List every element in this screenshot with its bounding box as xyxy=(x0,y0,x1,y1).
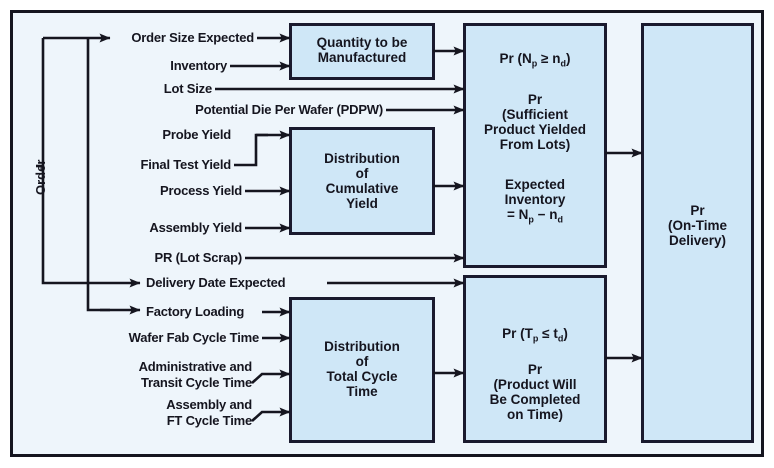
box-on-time-delivery xyxy=(641,23,754,443)
order-bracket-outer xyxy=(41,38,88,285)
input-final-test-yield: Final Test Yield xyxy=(140,157,232,172)
yield-probability-description: Pr (Sufficient Product Yielded From Lots… xyxy=(483,92,587,152)
box-cumulative-yield-label: Distribution of Cumulative Yield xyxy=(324,151,400,211)
yield-formula-mid: ≥ n xyxy=(537,51,561,66)
yield-formula-pre: Pr (N xyxy=(499,51,532,66)
time-probability-formula: Pr (Tp ≤ td) xyxy=(465,326,605,344)
arrow-admin-transit-to-cycle xyxy=(251,369,291,384)
box-quantity xyxy=(289,23,435,80)
time-formula-pre: Pr (T xyxy=(502,326,533,341)
input-wafer-fab-cycle-time: Wafer Fab Cycle Time xyxy=(128,330,260,345)
box-quantity-label: Quantity to be Manufactured xyxy=(316,35,408,65)
input-assembly-ft-cycle-time: Assembly and FT Cycle Time xyxy=(166,397,252,428)
input-factory-loading: Factory Loading xyxy=(146,304,245,319)
input-inventory: Inventory xyxy=(170,58,227,73)
on-time-delivery-label: Pr (On-Time Delivery) xyxy=(667,203,727,248)
box-time-probability xyxy=(463,275,607,443)
time-formula-sub-p: p xyxy=(532,333,539,344)
input-process-yield: Process Yield xyxy=(160,183,242,198)
input-order-size-expected: Order Size Expected xyxy=(131,30,254,45)
input-probe-yield: Probe Yield xyxy=(162,127,231,142)
time-formula-post: ) xyxy=(563,326,568,341)
input-pdpw: Potential Die Per Wafer (PDPW) xyxy=(195,102,383,117)
input-pr-lot-scrap: PR (Lot Scrap) xyxy=(154,250,243,265)
input-delivery-date-expected: Delivery Date Expected xyxy=(146,275,286,290)
yield-probability-formula: Pr (Np ≥ nd) xyxy=(465,51,605,69)
time-formula-sub-d: d xyxy=(557,333,564,344)
box-yield-probability xyxy=(463,23,607,268)
yield-formula-post: ) xyxy=(565,51,571,66)
input-assembly-yield: Assembly Yield xyxy=(149,220,242,235)
expected-inventory-sub-d: d xyxy=(557,214,564,225)
yield-probability-expected-inventory: Expected Inventory = Np − nd xyxy=(465,177,605,225)
expected-inventory-pre: Expected Inventory = N xyxy=(504,177,566,222)
input-lot-size: Lot Size xyxy=(163,81,212,96)
arrow-assembly-ft-to-cycle xyxy=(251,407,291,422)
box-cumulative-yield xyxy=(289,127,435,235)
expected-inventory-sub-p: p xyxy=(528,214,534,225)
time-probability-description: Pr (Product Will Be Completed on Time) xyxy=(489,362,581,422)
yield-formula-sub-d: d xyxy=(560,58,566,69)
box-total-cycle-time-label: Distribution of Total Cycle Time xyxy=(324,339,400,399)
yield-formula-sub-p: p xyxy=(531,58,538,69)
box-total-cycle-time xyxy=(289,297,435,443)
time-formula-mid: ≤ t xyxy=(538,326,558,341)
expected-inventory-mid: − n xyxy=(533,207,558,222)
input-administrative-transit-cycle-time: Administrative and Transit Cycle Time xyxy=(138,359,253,390)
